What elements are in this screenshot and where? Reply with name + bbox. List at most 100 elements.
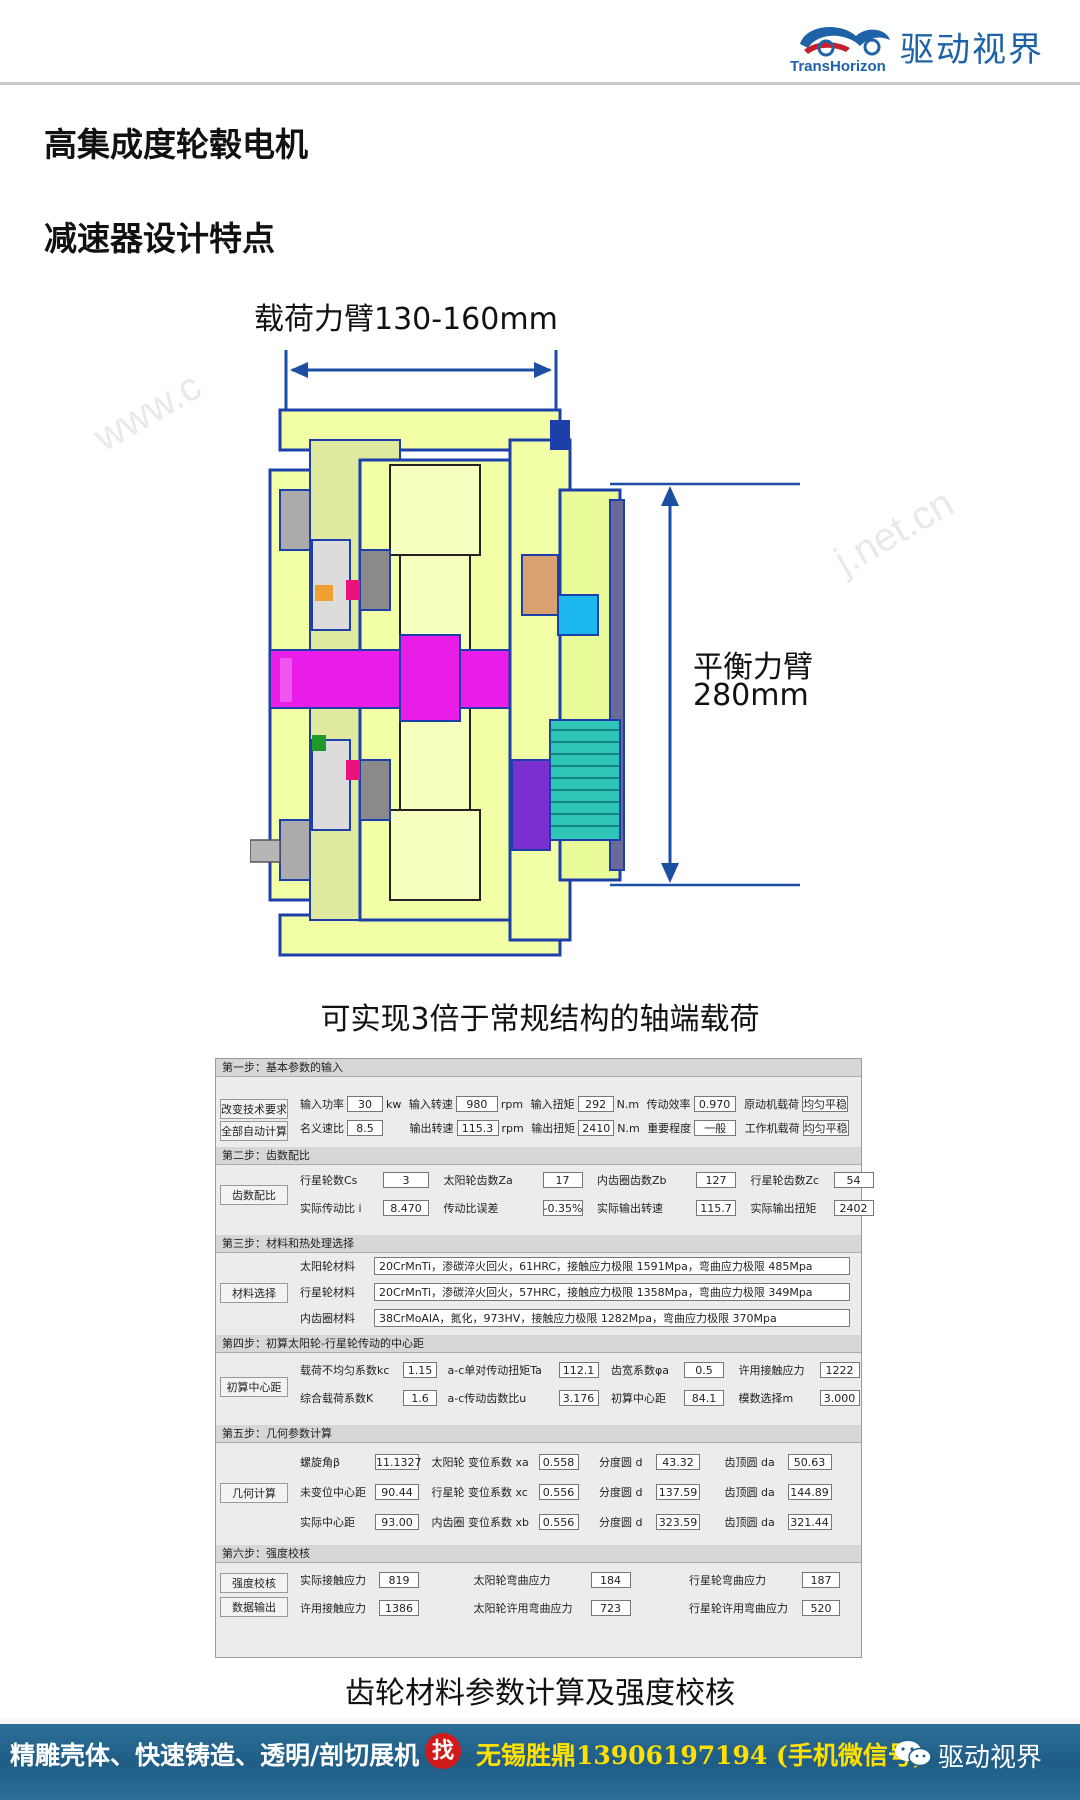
ring-tip-diameter-field[interactable]: 321.44: [787, 1514, 832, 1530]
footer-brand: 驱动视界: [938, 1743, 1043, 1773]
module-select[interactable]: 3.000: [819, 1390, 860, 1406]
footer-find-badge: 找: [425, 1733, 461, 1769]
ring-teeth-field[interactable]: 127: [696, 1172, 736, 1188]
importance-select[interactable]: 一般: [694, 1120, 737, 1136]
output-speed-field[interactable]: 115.3: [456, 1120, 499, 1136]
prime-mover-load-select[interactable]: 均匀平稳: [802, 1096, 849, 1112]
page-header: TransHorizon 驱动视界: [0, 0, 1080, 85]
planet-material-select[interactable]: 20CrMnTi，渗碳淬火回火，57HRC，接触应力极限 1358Mpa，弯曲应…: [374, 1283, 850, 1301]
sun-bending-stress-field[interactable]: 184: [590, 1572, 631, 1588]
actual-center-distance-field[interactable]: 93.00: [375, 1514, 419, 1530]
geometry-calc-button[interactable]: 几何计算: [220, 1483, 288, 1503]
step4-title: 第四步：初算太阳轮-行星轮传动的中心距: [216, 1335, 861, 1353]
planet-shift-coef-field[interactable]: 0.556: [538, 1484, 579, 1500]
calc-panel-caption: 齿轮材料参数计算及强度校核: [345, 1676, 735, 1711]
load-factor-field[interactable]: 1.6: [403, 1390, 437, 1406]
planet-tip-diameter-field[interactable]: 144.89: [787, 1484, 832, 1500]
watermark-right: j.net.cn: [827, 480, 962, 584]
sun-tip-diameter-field[interactable]: 50.63: [787, 1454, 832, 1470]
gear-ratio-u-field[interactable]: 3.176: [558, 1390, 599, 1406]
teeth-ratio-button[interactable]: 齿数配比: [220, 1185, 288, 1205]
header-divider: [0, 82, 1080, 85]
actual-output-torque-field[interactable]: 2402: [833, 1200, 874, 1216]
planet-pitch-diameter-field[interactable]: 137.59: [656, 1484, 700, 1500]
input-speed-field[interactable]: 980: [455, 1096, 498, 1112]
balance-arm-value: 280mm: [693, 678, 809, 713]
face-width-coef-field[interactable]: 0.5: [684, 1362, 724, 1378]
sun-teeth-field[interactable]: 17: [542, 1172, 583, 1188]
change-requirements-button[interactable]: 改变技术要求: [220, 1099, 288, 1119]
allowable-contact-stress-check-field[interactable]: 1386: [379, 1600, 419, 1616]
strength-check-button[interactable]: 强度校核: [220, 1573, 288, 1593]
ratio-error-field[interactable]: -0.35%: [542, 1200, 583, 1216]
actual-ratio-field[interactable]: 8.470: [383, 1200, 429, 1216]
footer-separator: [0, 1718, 1080, 1724]
efficiency-field[interactable]: 0.970: [693, 1096, 736, 1112]
wechat-icon: [895, 1741, 932, 1767]
data-output-button[interactable]: 数据输出: [220, 1597, 288, 1617]
logo-chinese-text: 驱动视界: [900, 30, 1044, 70]
center-distance-button[interactable]: 初算中心距: [220, 1377, 288, 1397]
actual-output-speed-field[interactable]: 115.7: [696, 1200, 736, 1216]
single-pair-torque-field[interactable]: 112.1: [558, 1362, 599, 1378]
planet-bending-stress-field[interactable]: 187: [802, 1572, 840, 1588]
hub-motor-cross-section: [250, 350, 800, 957]
output-torque-field[interactable]: 2410: [578, 1120, 615, 1136]
ring-material-select[interactable]: 38CrMoAlA，氮化，973HV，接触应力极限 1282Mpa，弯曲应力极限…: [374, 1309, 850, 1327]
input-power-field[interactable]: 30: [347, 1096, 383, 1112]
unshifted-center-distance-field[interactable]: 90.44: [375, 1484, 419, 1500]
footer-ad-text: 精雕壳体、快速铸造、透明/剖切展机: [10, 1741, 420, 1770]
sun-allowable-bending-field[interactable]: 723: [590, 1600, 631, 1616]
load-uneven-coef-field[interactable]: 1.15: [403, 1362, 437, 1378]
step2-title: 第二步：齿数配比: [216, 1147, 861, 1165]
page-subtitle: 减速器设计特点: [44, 219, 275, 258]
input-torque-field[interactable]: 292: [577, 1096, 614, 1112]
sun-shift-coef-field[interactable]: 0.558: [538, 1454, 579, 1470]
watermark-left: www.c: [86, 364, 209, 461]
step5-title: 第五步：几何参数计算: [216, 1425, 861, 1443]
step1-title: 第一步：基本参数的输入: [216, 1059, 861, 1077]
step6-title: 第六步：强度校核: [216, 1545, 861, 1563]
helix-angle-field[interactable]: 11.1327: [375, 1454, 422, 1470]
nominal-ratio-field[interactable]: 8.5: [347, 1120, 383, 1136]
sun-material-select[interactable]: 20CrMnTi，渗碳淬火回火，61HRC，接触应力极限 1591Mpa，弯曲应…: [374, 1257, 850, 1275]
material-select-button[interactable]: 材料选择: [220, 1283, 288, 1303]
work-machine-load-select[interactable]: 均匀平稳: [802, 1120, 849, 1136]
footer-contact: 无锡胜鼎13906197194 (手机微信号): [476, 1741, 925, 1770]
step3-title: 第三步：材料和热处理选择: [216, 1235, 861, 1253]
allowable-contact-stress-field[interactable]: 1222: [819, 1362, 860, 1378]
transhorizon-logo: TransHorizon: [790, 26, 890, 74]
footer-banner: [0, 1724, 1080, 1800]
balance-arm-label: 平衡力臂: [693, 650, 813, 685]
auto-calc-all-button[interactable]: 全部自动计算: [220, 1121, 288, 1141]
logo-latin-text: TransHorizon: [790, 58, 886, 74]
diagram-caption: 可实现3倍于常规结构的轴端载荷: [320, 1002, 760, 1037]
initial-center-distance-field[interactable]: 84.1: [684, 1390, 724, 1406]
ring-shift-coef-field[interactable]: 0.556: [538, 1514, 579, 1530]
ring-pitch-diameter-field[interactable]: 323.59: [656, 1514, 700, 1530]
planet-count-field[interactable]: 3: [383, 1172, 429, 1188]
planet-allowable-bending-field[interactable]: 520: [802, 1600, 840, 1616]
sun-pitch-diameter-field[interactable]: 43.32: [656, 1454, 700, 1470]
actual-contact-stress-field[interactable]: 819: [379, 1572, 419, 1588]
planet-teeth-field[interactable]: 54: [833, 1172, 874, 1188]
